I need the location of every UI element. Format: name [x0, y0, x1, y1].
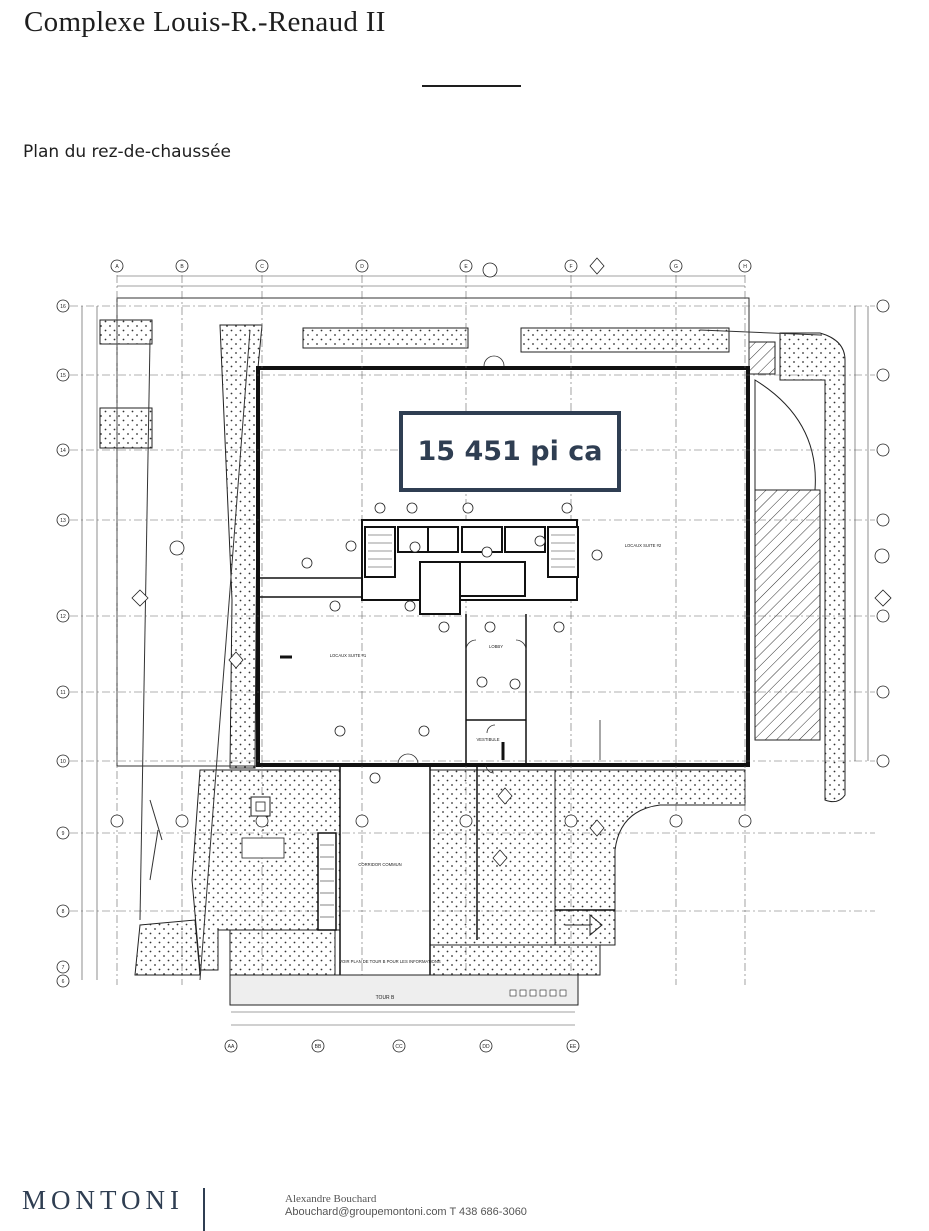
landscape-zones [99, 319, 846, 976]
room-tags [301, 502, 603, 784]
grid-bubbles [56, 259, 890, 1053]
room-label-tower-b: TOUR B [376, 995, 395, 1001]
room-label-suite-1: LOCAUX SUITE #1 [330, 653, 367, 658]
grid-col-label: B [180, 264, 184, 270]
tower-col-label: EE [570, 1044, 577, 1050]
grid-row-label: 6 [62, 979, 65, 985]
room-label-suite-2: LOCAUX SUITE #2 [625, 543, 662, 548]
grid-row-label: 11 [60, 690, 65, 696]
area-badge: 15 451 pi ca [399, 411, 621, 492]
tower-col-label: CC [395, 1044, 403, 1050]
grid-row-label: 16 [60, 304, 66, 310]
page-title: Complexe Louis-R.-Renaud II [24, 6, 386, 38]
brand-logo: MONTONI [22, 1185, 184, 1215]
grid-col-label: E [464, 264, 468, 270]
tower-col-label: DD [482, 1044, 490, 1050]
page-subtitle: Plan du rez-de-chaussée [23, 142, 232, 162]
grid-col-label: G [674, 264, 678, 270]
dimension-lines [81, 275, 869, 1026]
room-label-corridor: CORRIDOR COMMUN [358, 862, 401, 867]
building-outline [256, 366, 750, 767]
contact-info: Abouchard@groupemontoni.com T 438 686-30… [285, 1206, 527, 1218]
room-label-vestibule: VESTIBULE [476, 737, 499, 742]
grid-lines [70, 275, 875, 985]
room-label-lobby: LOBBY [489, 644, 503, 649]
floor-plan: A B C D E F G H 16 15 14 13 12 11 10 9 8… [40, 250, 920, 1060]
grid-row-label: 14 [60, 448, 66, 454]
parking-ramp [754, 489, 821, 741]
grid-row-label: 12 [60, 614, 66, 620]
tower-b-note: VOIR PLAN DE TOUR B POUR LES INFORMATION… [339, 959, 441, 964]
grid-col-label: H [743, 264, 747, 270]
grid-col-label: D [360, 264, 364, 270]
contact-name: Alexandre Bouchard [285, 1193, 377, 1205]
title-divider [422, 85, 521, 87]
tower-col-label: AA [228, 1044, 235, 1050]
grid-row-label: 7 [62, 965, 65, 971]
grid-row-label: 13 [60, 518, 66, 524]
grid-row-label: 15 [60, 373, 66, 379]
tower-col-label: BB [315, 1044, 322, 1050]
service-core [361, 519, 579, 615]
grid-col-label: C [260, 264, 264, 270]
footer-divider [203, 1188, 205, 1231]
grid-row-label: 9 [62, 831, 65, 837]
grid-row-label: 8 [62, 909, 65, 915]
grid-col-label: A [115, 264, 119, 270]
grid-row-label: 10 [60, 759, 66, 765]
grid-col-label: F [569, 264, 572, 270]
